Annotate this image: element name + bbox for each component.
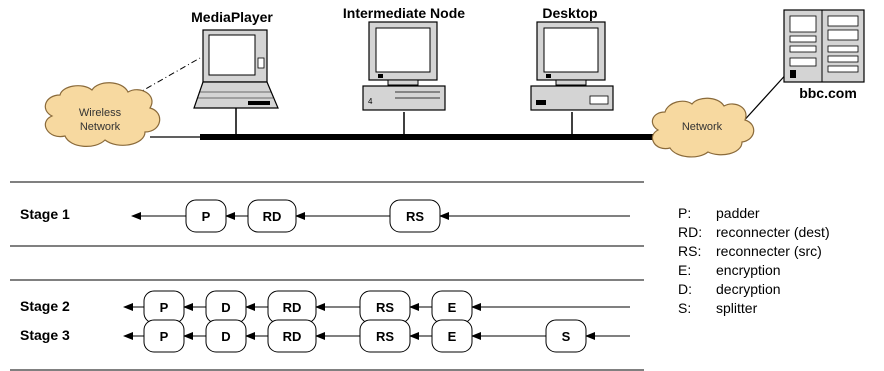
node-label: RS	[376, 329, 394, 344]
node-label: RS	[376, 300, 394, 315]
stage-node-e: E	[431, 290, 473, 324]
legend-desc: encryption	[716, 262, 781, 278]
node-label: P	[202, 209, 211, 224]
stage-node-rs: RS	[359, 290, 411, 324]
legend-item: P: padder	[678, 204, 830, 223]
cloud-label: Network	[80, 121, 121, 133]
legend-key: RD:	[678, 224, 703, 240]
stage-3-label: Stage 3	[20, 327, 70, 343]
legend-key: D:	[678, 281, 692, 297]
network-cloud: Network	[651, 97, 755, 158]
legend-item: S: splitter	[678, 299, 830, 318]
stage-node-rd: RD	[267, 319, 317, 353]
node-label: S	[562, 329, 571, 344]
device-label: bbc.com	[799, 85, 857, 101]
node-label: RD	[283, 300, 302, 315]
cloud-label: Network	[682, 121, 723, 133]
stage-node-rs: RS	[359, 319, 411, 353]
mediaplayer-laptop-icon	[193, 29, 279, 109]
node-label: D	[221, 300, 230, 315]
stage-2-label: Stage 2	[20, 298, 70, 314]
legend-item: RD: reconnecter (dest)	[678, 223, 830, 242]
stage-node-p: P	[143, 290, 185, 324]
stage-node-d: D	[205, 319, 247, 353]
stage-node-p: P	[185, 199, 227, 233]
stage-1-label: Stage 1	[20, 206, 70, 222]
legend-key: RS:	[678, 243, 702, 259]
node-label: D	[221, 329, 230, 344]
node-label: RS	[406, 209, 424, 224]
legend-desc: reconnecter (dest)	[716, 224, 830, 240]
server-link	[739, 69, 791, 126]
stage-node-rd: RD	[247, 199, 297, 233]
node-label: RD	[283, 329, 302, 344]
intermediate-node-computer-icon: 4	[362, 21, 446, 111]
svg-text:4: 4	[368, 97, 373, 106]
wireless-network-cloud: Wireless Network	[44, 82, 161, 147]
legend-key: E:	[678, 262, 692, 278]
legend-key: P:	[678, 205, 692, 221]
stage-2-pipeline: P D RD RS E	[123, 290, 630, 324]
legend-desc: splitter	[716, 300, 758, 316]
stage-node-e: E	[431, 319, 473, 353]
stage-node-d: D	[205, 290, 247, 324]
legend-desc: reconnecter (src)	[716, 243, 822, 259]
stage-node-rd: RD	[267, 290, 317, 324]
device-label: MediaPlayer	[191, 9, 273, 25]
node-label: P	[160, 300, 169, 315]
legend-item: RS: reconnecter (src)	[678, 242, 830, 261]
legend-desc: padder	[716, 205, 760, 221]
device-label: Desktop	[542, 5, 597, 21]
node-label: E	[448, 329, 457, 344]
node-label: RD	[263, 209, 282, 224]
stage-node-s: S	[545, 319, 587, 353]
legend: P: padder RD: reconnecter (dest) RS: reconn…	[678, 204, 830, 318]
legend-item: E: encryption	[678, 261, 830, 280]
legend-desc: decryption	[716, 281, 781, 297]
desktop-computer-icon	[530, 21, 614, 111]
stage-node-rs: RS	[389, 199, 441, 233]
device-label: Intermediate Node	[343, 5, 465, 21]
stage-1-pipeline: P RD RS	[131, 199, 630, 233]
stage-3-pipeline: P D RD RS E S	[123, 319, 630, 353]
bbc-server-icon	[783, 9, 865, 83]
node-label: E	[448, 300, 457, 315]
legend-item: D: decryption	[678, 280, 830, 299]
cloud-label: Wireless	[79, 107, 122, 119]
legend-key: S:	[678, 300, 692, 316]
wireless-dashed-link	[134, 57, 201, 96]
stage-node-p: P	[143, 319, 185, 353]
node-label: P	[160, 329, 169, 344]
